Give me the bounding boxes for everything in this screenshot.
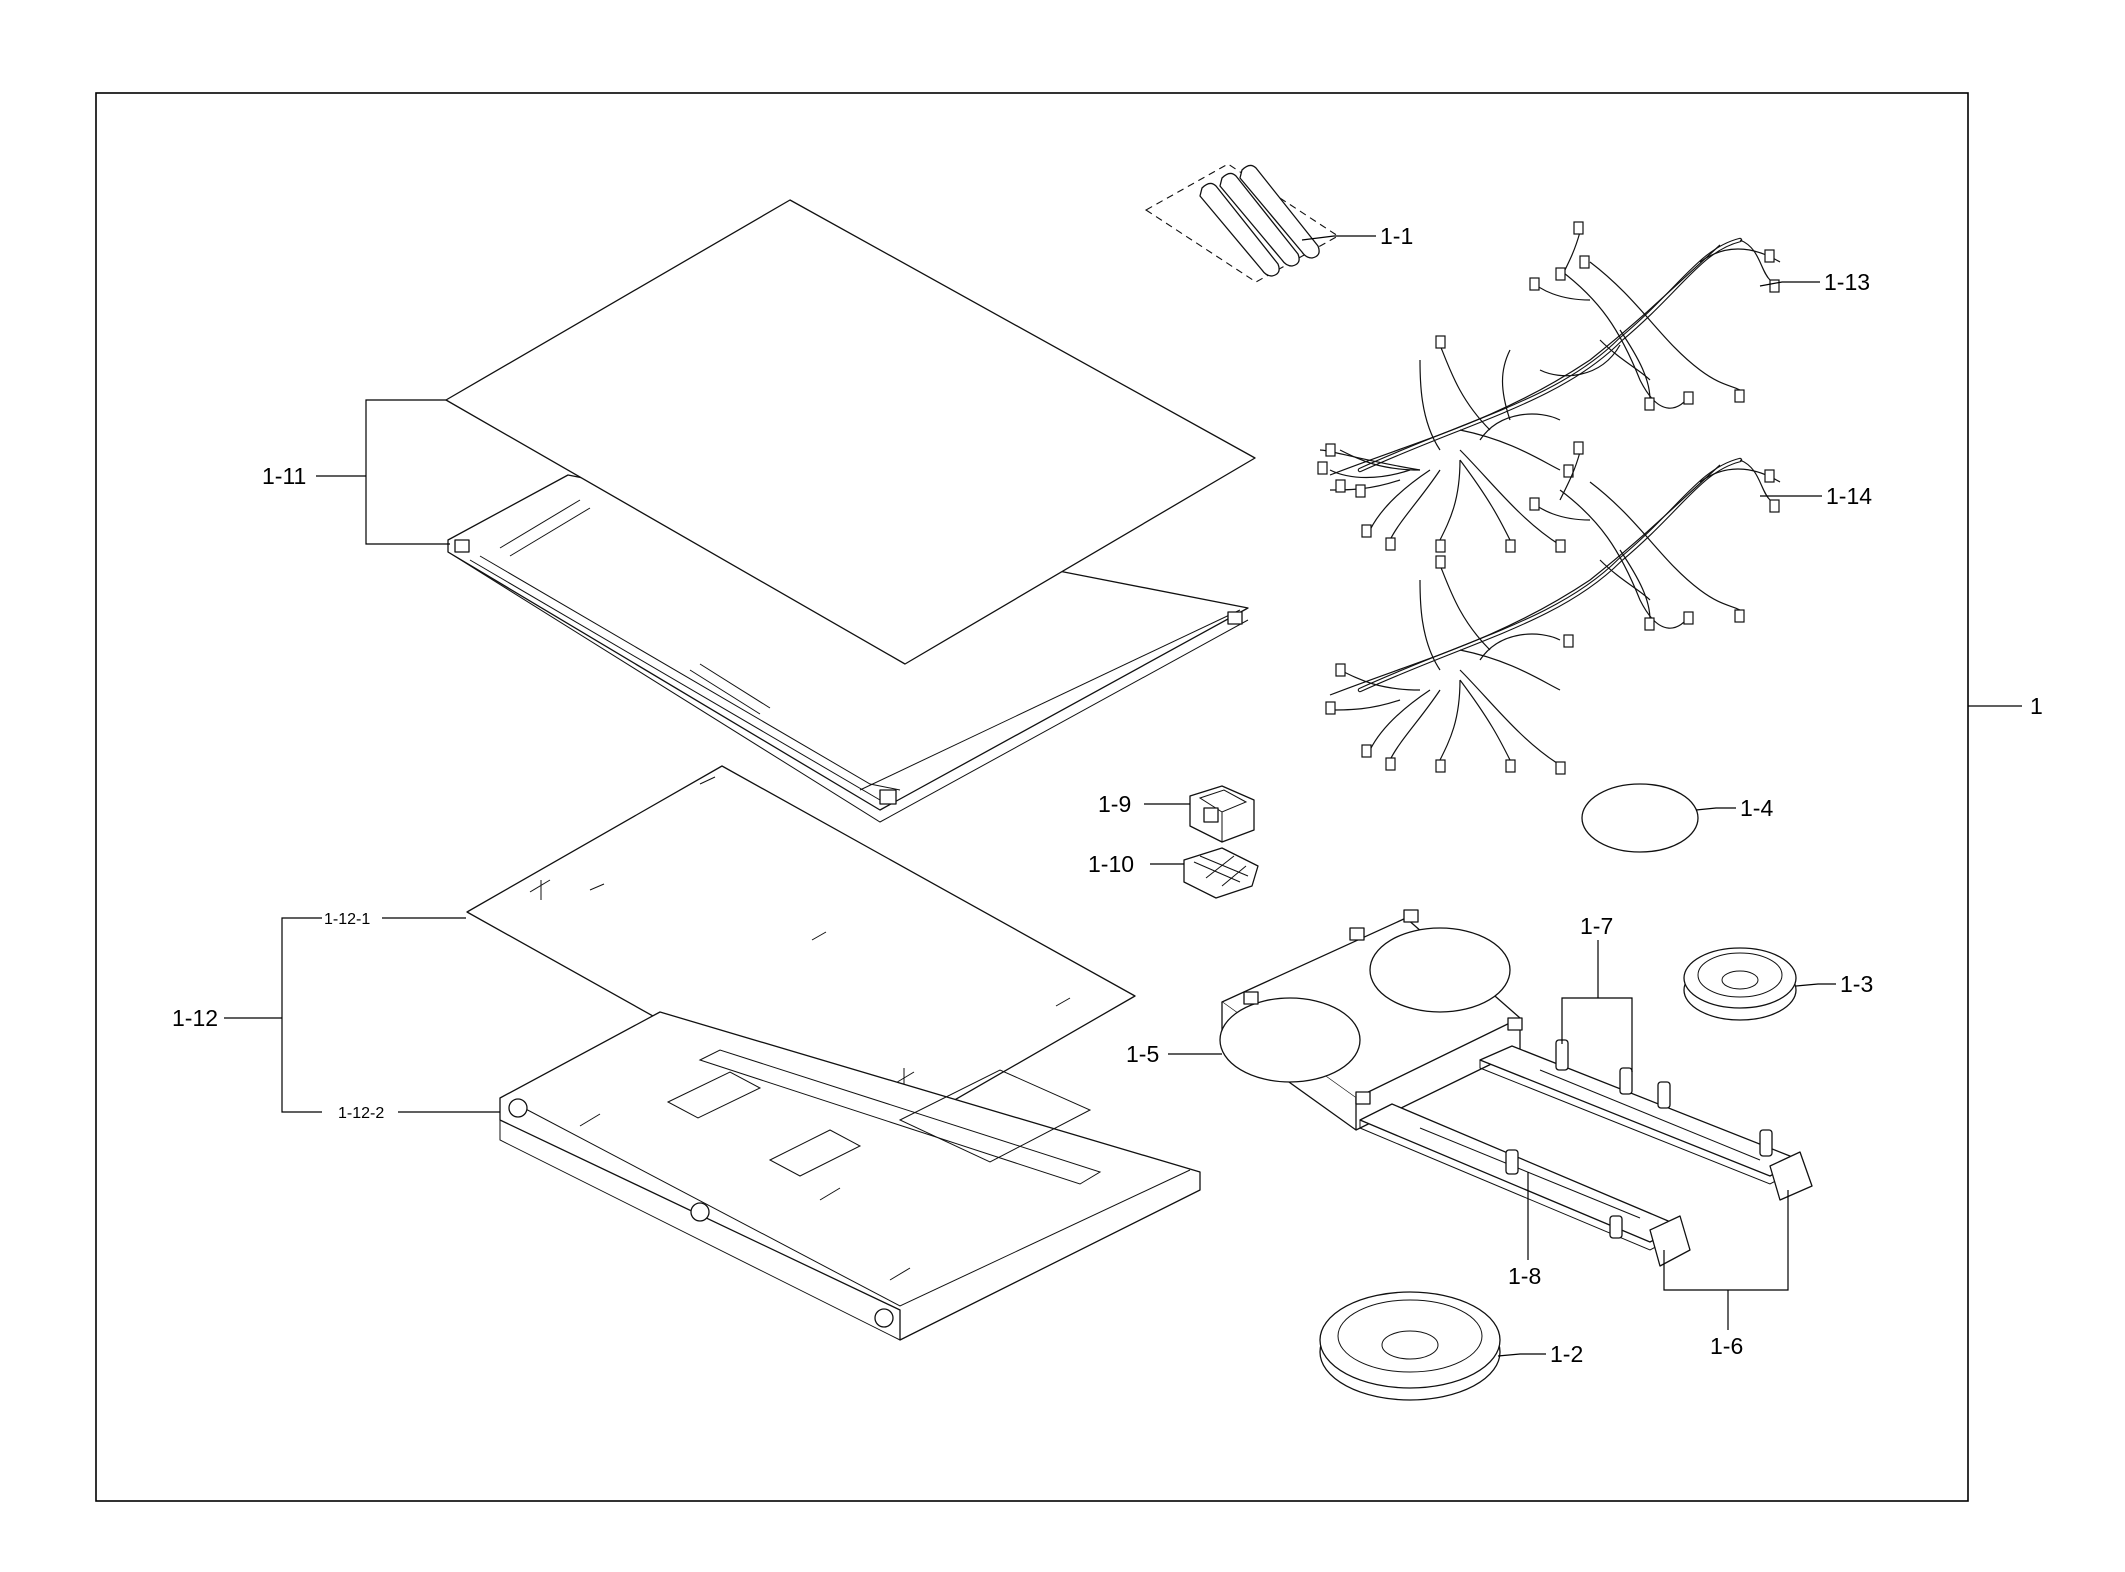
part-1-2-large-coil[interactable] — [1319, 1291, 1501, 1401]
part-1-8-clip[interactable] — [1505, 1149, 1623, 1239]
label-1-8: 1-8 — [1508, 1263, 1541, 1289]
part-1-10-bracket[interactable] — [1183, 847, 1259, 899]
label-1-11: 1-11 — [262, 463, 306, 489]
label-1-12-1: 1-12-1 — [324, 911, 370, 928]
label-1-13: 1-13 — [1824, 269, 1870, 295]
diagram-frame — [95, 92, 1969, 1502]
part-1-9-module[interactable] — [1189, 785, 1255, 843]
part-1-1-small-parts-set[interactable] — [1144, 163, 1340, 283]
part-1-13-wire-harness[interactable] — [1317, 221, 1781, 553]
label-1-12: 1-12 — [172, 1005, 218, 1031]
label-1-1: 1-1 — [1380, 223, 1413, 249]
label-1-9: 1-9 — [1098, 791, 1131, 817]
label-1: 1 — [2030, 693, 2043, 719]
leader-lines — [224, 235, 2022, 1357]
part-1-12-2-bottom-housing[interactable] — [499, 1011, 1201, 1341]
label-1-4: 1-4 — [1740, 795, 1773, 821]
label-1-6: 1-6 — [1710, 1333, 1743, 1359]
part-1-6-rails[interactable] — [1359, 1045, 1813, 1267]
part-1-11-glass-top-frame[interactable] — [445, 199, 1256, 823]
part-1-7-clips[interactable] — [1555, 1039, 1773, 1157]
label-1-3: 1-3 — [1840, 971, 1873, 997]
part-1-14-wire-harness[interactable] — [1325, 441, 1781, 775]
label-1-12-2: 1-12-2 — [338, 1105, 384, 1122]
label-1-7: 1-7 — [1580, 913, 1613, 939]
label-1-5: 1-5 — [1126, 1041, 1159, 1067]
label-1-14: 1-14 — [1826, 483, 1872, 509]
label-1-10: 1-10 — [1088, 851, 1134, 877]
part-1-3-small-coil[interactable] — [1683, 947, 1797, 1021]
part-1-4-disc[interactable] — [1581, 783, 1699, 853]
part-1-5-coil-holder[interactable] — [1219, 909, 1523, 1131]
label-1-2: 1-2 — [1550, 1341, 1583, 1367]
